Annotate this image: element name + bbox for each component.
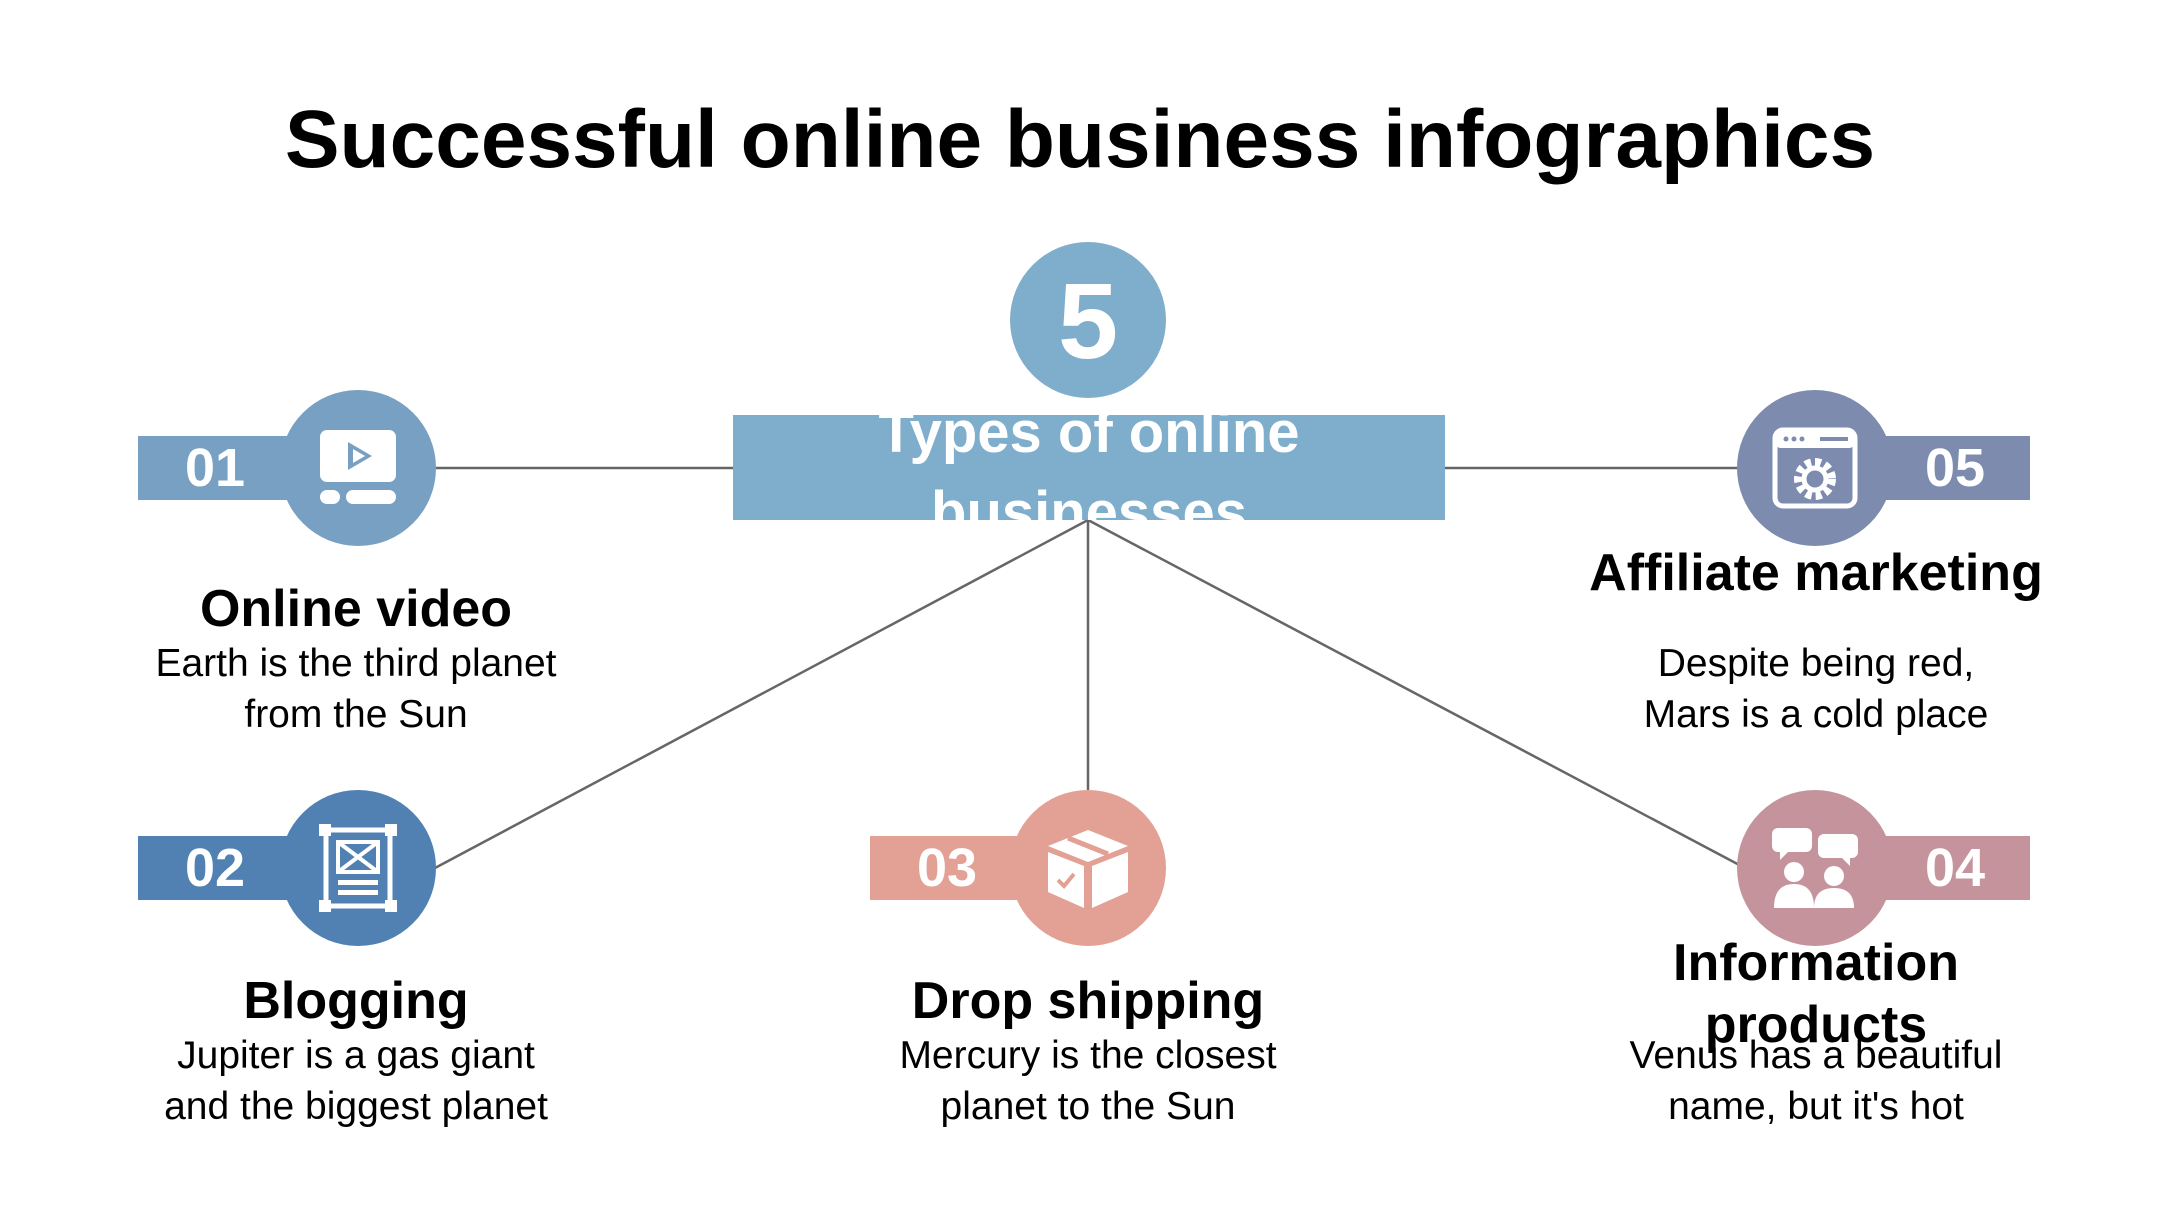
item-desc-05-line2: Mars is a cold place [1643,693,1989,736]
icon-circle-03 [1010,790,1166,946]
video-player-icon [320,430,396,504]
item-heading-04: Information products [1673,934,1959,1054]
item-number-05: 05 [1924,438,1986,498]
connector-line-04 [1087,518,1746,870]
item-desc-01: Earth is the third planet from the Sun [126,638,586,740]
item-desc-02-line1: Jupiter is a gas giant [177,1034,535,1077]
item-heading-05: Affiliate marketing [1589,544,2043,602]
item-number-03: 03 [916,838,978,898]
item-number-02: 02 [184,838,246,898]
icon-circle-04 [1737,790,1893,946]
item-desc-05: Despite being red, Mars is a cold place [1586,638,2046,740]
connector-line-02 [434,518,1089,870]
item-desc-04: Venus has a beautiful name, but it's hot [1586,1030,2046,1132]
item-desc-03-line1: Mercury is the closest [899,1034,1277,1077]
icon-circle-05 [1737,390,1893,546]
item-desc-02-line2: and the biggest planet [164,1085,548,1128]
item-desc-01-line2: from the Sun [244,693,468,736]
item-number-04: 04 [1924,838,1986,898]
icon-circle-02 [280,790,436,946]
item-heading-01: Online video [199,580,513,638]
item-desc-05-line1: Despite being red, [1657,642,1975,685]
blog-layout-icon [319,824,397,912]
item-desc-02: Jupiter is a gas giant and the biggest p… [126,1030,586,1132]
item-desc-01-line1: Earth is the third planet [155,642,557,685]
item-heading-02: Blogging [243,972,469,1030]
icon-circle-01 [280,390,436,546]
page-title: Successful online business infographics [284,94,1876,185]
center-label-box: Types of online businesses [733,415,1445,520]
item-desc-03: Mercury is the closest planet to the Sun [858,1030,1318,1132]
item-desc-04-line2: name, but it's hot [1668,1085,1964,1128]
browser-settings-icon [1772,427,1858,509]
item-desc-04-line1: Venus has a beautiful [1629,1034,2003,1077]
item-number-01: 01 [184,438,246,498]
item-heading-03: Drop shipping [911,972,1265,1030]
center-label: Types of online businesses [878,415,1300,520]
item-desc-03-line2: planet to the Sun [940,1085,1236,1128]
package-box-icon [1048,830,1128,908]
center-number-circle: 5 [1010,242,1166,398]
conversation-people-icon [1772,828,1858,908]
